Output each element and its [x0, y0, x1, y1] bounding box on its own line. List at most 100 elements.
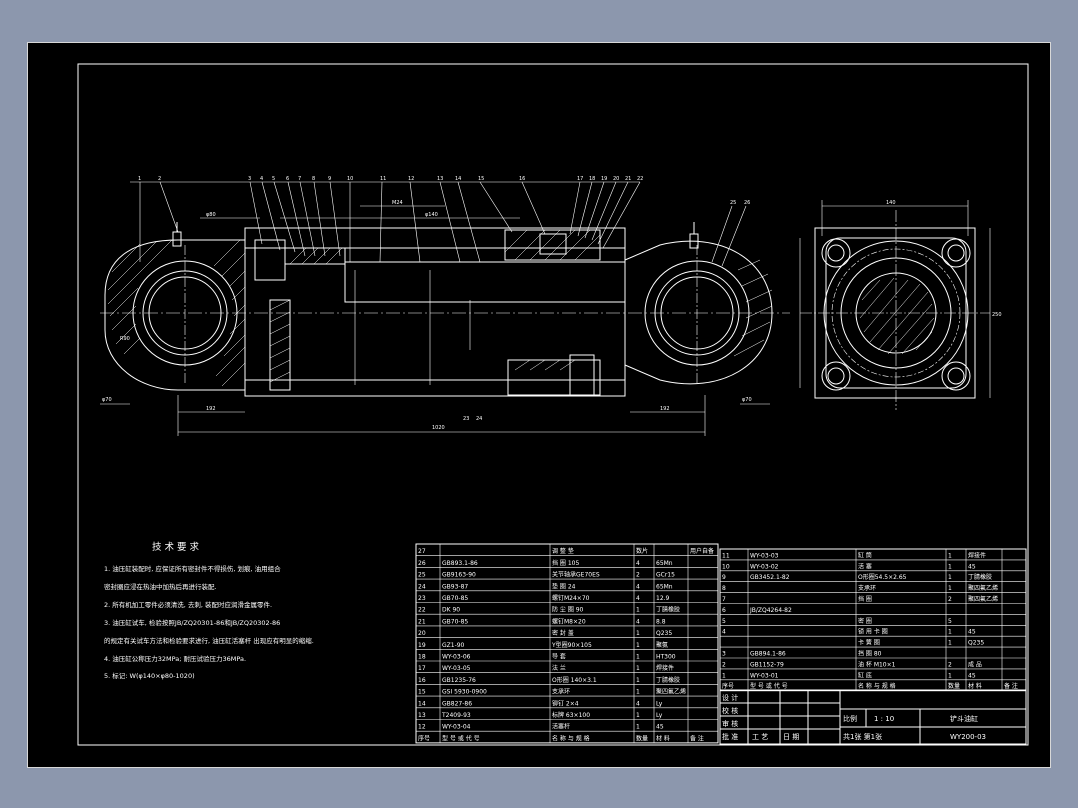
drawing-number: WY200-03 [950, 733, 986, 741]
table-cell: 65Mn [656, 583, 673, 590]
table-cell: 1 [636, 689, 640, 696]
table-cell: GB1235-76 [442, 677, 476, 684]
table-cell: 挡 圈 105 [552, 559, 579, 567]
callout-9: 9 [328, 176, 331, 182]
callout-23: 23 [463, 416, 469, 422]
table-cell: GB827-86 [442, 700, 472, 707]
table-cell: GB70-85 [442, 595, 468, 602]
table-cell: 45 [968, 563, 976, 570]
callout-15: 15 [478, 176, 484, 182]
dim-thread: M24 [392, 200, 403, 206]
table-cell: 活塞杆 [552, 723, 570, 731]
table-cell: 1 [636, 630, 640, 637]
table-cell: 1 [948, 552, 952, 559]
table-cell: 11 [722, 552, 730, 559]
callout-22: 22 [637, 176, 643, 182]
table-cell: 6 [722, 607, 726, 614]
table-cell: 丁腈橡胶 [656, 606, 680, 614]
table-cell: 1 [948, 563, 952, 570]
table-cell: 用户自备 [690, 547, 714, 555]
table-cell: 1 [948, 585, 952, 592]
table-cell: 焊接件 [968, 551, 986, 559]
callout-24: 24 [476, 416, 482, 422]
table-cell: 18 [418, 654, 426, 661]
table-cell: 密 封 盖 [552, 629, 574, 637]
table-cell: 4 [636, 560, 640, 567]
table-cell: GB1152-79 [750, 661, 784, 668]
table-cell: 1 [636, 724, 640, 731]
table-cell: Ly [656, 712, 663, 719]
callout-8: 8 [312, 176, 315, 182]
callout-14: 14 [455, 176, 461, 182]
table-cell: 1 [948, 640, 952, 647]
tech-line: 3. 油压缸试车, 检验按照JB/ZQ20301-86和JB/ZQ20302-8… [104, 618, 280, 627]
table-cell: 4 [636, 583, 640, 590]
table-cell: WY-03-06 [442, 654, 471, 661]
table-cell: 材 料 [656, 734, 670, 742]
label-process: 工 艺 [752, 733, 768, 741]
table-cell: Y型圈90×105 [551, 641, 592, 649]
dim-left-span: 192 [206, 406, 216, 412]
table-cell: 8.8 [656, 618, 666, 625]
table-cell: 1 [636, 712, 640, 719]
table-cell: 卡 簧 圈 [858, 639, 880, 647]
table-cell: 16 [418, 677, 426, 684]
table-cell: 挡 圈 [858, 595, 872, 603]
table-cell: 2 [948, 596, 952, 603]
table-cell: 21 [418, 618, 426, 625]
table-cell: 材 料 [968, 682, 982, 690]
tech-line: 5. 标记: W(φ140×φ80-1020) [104, 671, 195, 680]
table-cell: 10 [722, 563, 730, 570]
table-cell: 4 [636, 700, 640, 707]
table-cell: 8 [722, 585, 726, 592]
table-cell: 25 [418, 572, 426, 579]
callout-6: 6 [286, 176, 289, 182]
callout-10: 10 [347, 176, 353, 182]
table-cell: 19 [418, 642, 426, 649]
callout-16: 16 [519, 176, 525, 182]
table-cell: 序号 [722, 682, 734, 690]
table-cell: 24 [418, 583, 426, 590]
role-review: 审 核 [722, 719, 738, 728]
table-cell: Ly [656, 700, 663, 707]
table-cell: 标牌 63×100 [552, 711, 590, 719]
table-cell: 1 [722, 672, 726, 679]
dim-square-side: 250 [992, 312, 1002, 318]
dim-bore-dia: φ140 [425, 212, 438, 218]
table-cell: 支承环 [552, 688, 570, 696]
table-cell: O形圈 140×3.1 [552, 676, 597, 684]
inner-border [77, 63, 1029, 746]
table-cell: 丁腈橡胶 [968, 573, 992, 581]
table-cell: GB70-85 [442, 618, 468, 625]
table-cell: 12 [418, 724, 426, 731]
table-cell: GSI 5930-0900 [442, 689, 487, 696]
table-cell: 2 [636, 572, 640, 579]
table-cell: 螺钉M8×20 [552, 617, 586, 625]
callout-4: 4 [260, 176, 263, 182]
table-cell: Q235 [968, 640, 984, 647]
table-cell: GCr15 [656, 572, 675, 579]
callout-20: 20 [613, 176, 619, 182]
table-cell: 1 [948, 574, 952, 581]
table-cell: 1 [948, 629, 952, 636]
table-cell: 5 [722, 618, 726, 625]
tech-title: 技 术 要 求 [152, 541, 200, 553]
callout-3: 3 [248, 176, 251, 182]
table-cell: 数片 [636, 547, 648, 555]
table-cell: Q235 [656, 630, 672, 637]
table-cell: WY-03-05 [442, 665, 471, 672]
